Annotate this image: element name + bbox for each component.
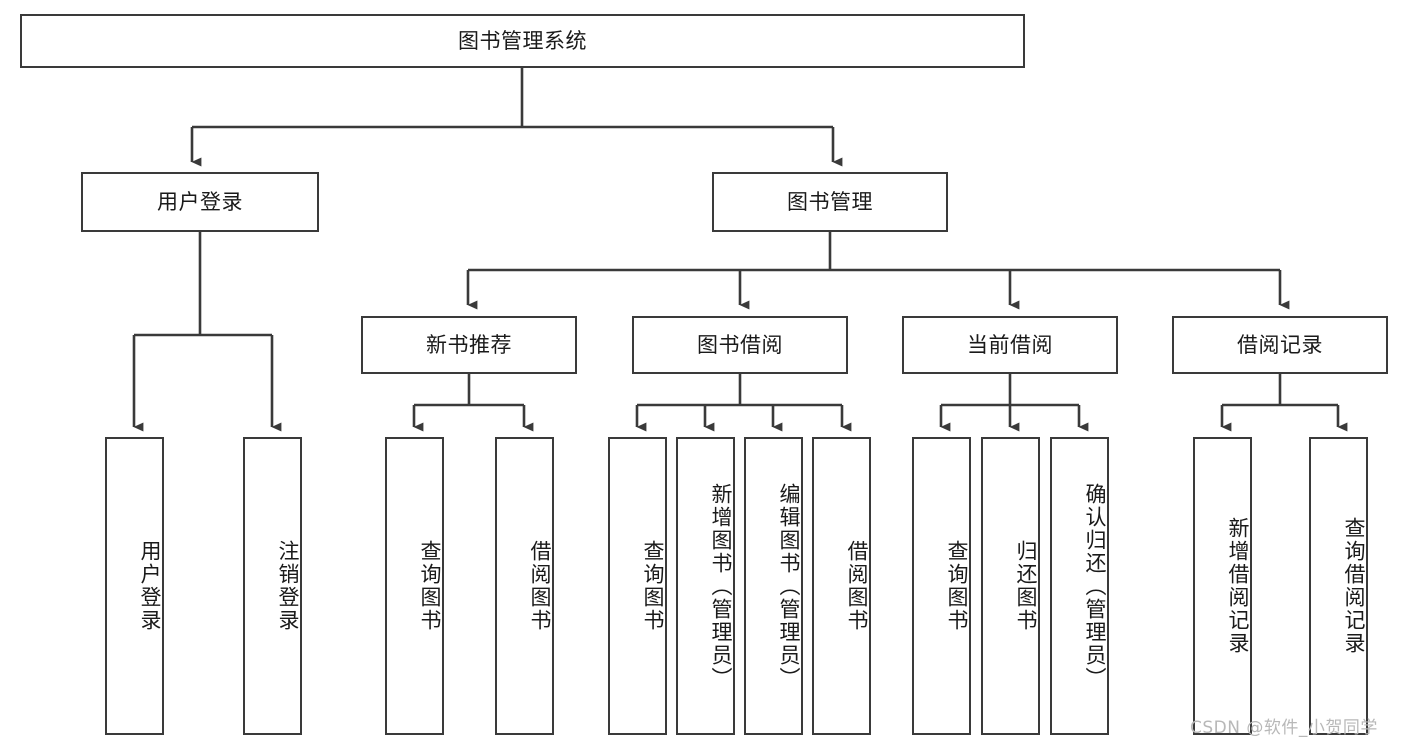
node-label: 当前借阅 <box>967 332 1053 357</box>
leaf-current-confirm-return-admin[interactable]: 确认归还（管理员） <box>1050 437 1109 735</box>
node-label: 注销登录 <box>276 540 300 632</box>
node-label: 用户登录 <box>157 189 243 214</box>
leaf-user-login-signout[interactable]: 注销登录 <box>243 437 302 735</box>
node-book-borrow[interactable]: 图书借阅 <box>632 316 848 374</box>
leaf-current-query-book[interactable]: 查询图书 <box>912 437 971 735</box>
leaf-current-return-book[interactable]: 归还图书 <box>981 437 1040 735</box>
node-borrow-record[interactable]: 借阅记录 <box>1172 316 1388 374</box>
leaf-borrow-add-book-admin[interactable]: 新增图书（管理员） <box>676 437 735 735</box>
node-label: 查询借阅记录 <box>1342 517 1366 655</box>
leaf-record-query-record[interactable]: 查询借阅记录 <box>1309 437 1368 735</box>
node-label: 图书管理 <box>787 189 873 214</box>
node-label: 用户登录 <box>138 540 162 632</box>
csdn-watermark: CSDN @软件_小贺同学 <box>1190 718 1378 738</box>
node-current-borrow[interactable]: 当前借阅 <box>902 316 1118 374</box>
leaf-user-login-signin[interactable]: 用户登录 <box>105 437 164 735</box>
leaf-record-add-record[interactable]: 新增借阅记录 <box>1193 437 1252 735</box>
node-label: 查询图书 <box>945 540 969 632</box>
node-label: 借阅图书 <box>528 540 552 632</box>
node-label: 确认归还（管理员） <box>1083 482 1107 690</box>
leaf-borrow-edit-book-admin[interactable]: 编辑图书（管理员） <box>744 437 803 735</box>
node-label: 图书管理系统 <box>458 28 587 53</box>
node-label: 新增借阅记录 <box>1226 517 1250 655</box>
leaf-new-book-query[interactable]: 查询图书 <box>385 437 444 735</box>
node-label: 借阅记录 <box>1237 332 1323 357</box>
node-root-system[interactable]: 图书管理系统 <box>20 14 1025 68</box>
leaf-borrow-query-book[interactable]: 查询图书 <box>608 437 667 735</box>
node-new-book-recommend[interactable]: 新书推荐 <box>361 316 577 374</box>
node-label: 新书推荐 <box>426 332 512 357</box>
node-label: 新增图书（管理员） <box>709 482 733 690</box>
node-label: 图书借阅 <box>697 332 783 357</box>
node-label: 编辑图书（管理员） <box>777 482 801 690</box>
node-label: 归还图书 <box>1014 540 1038 632</box>
leaf-borrow-borrow-book[interactable]: 借阅图书 <box>812 437 871 735</box>
node-user-login[interactable]: 用户登录 <box>81 172 319 232</box>
leaf-new-book-borrow[interactable]: 借阅图书 <box>495 437 554 735</box>
node-label: 查询图书 <box>641 540 665 632</box>
node-label: 借阅图书 <box>845 540 869 632</box>
node-book-management[interactable]: 图书管理 <box>712 172 948 232</box>
node-label: 查询图书 <box>418 540 442 632</box>
